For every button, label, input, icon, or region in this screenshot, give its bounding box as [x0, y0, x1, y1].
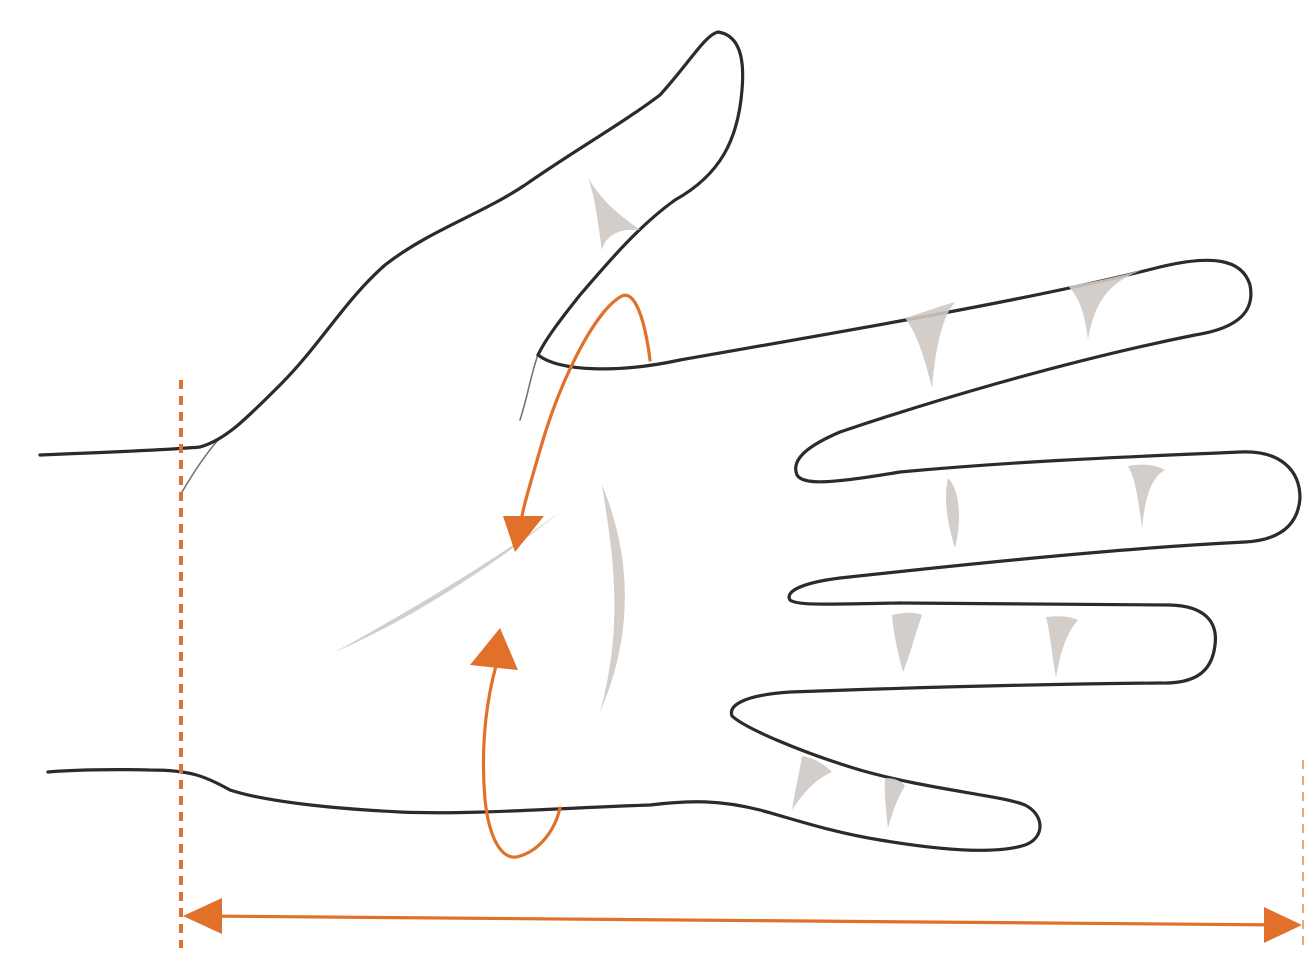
circumference-arc-lower — [481, 650, 562, 859]
thumb-web-line — [519, 354, 539, 421]
middle-knuckle-mark-1 — [946, 478, 960, 548]
head-line — [600, 485, 625, 712]
hand-outline — [38, 30, 1302, 853]
thumb-outline — [38, 30, 745, 457]
length-arrow-shaft — [198, 914, 1287, 927]
thumb-knuckle-mark — [588, 178, 640, 250]
little-knuckle-mark-2 — [884, 778, 905, 828]
circumference-arrow-icon — [470, 293, 652, 859]
length-arrowhead-right — [1264, 907, 1302, 943]
palm-creases — [335, 178, 1165, 828]
ring-finger-outline — [729, 601, 1217, 772]
little-finger-outline — [46, 768, 1042, 853]
circumference-arc-upper — [518, 293, 652, 530]
index-knuckle-mark-1 — [905, 302, 955, 388]
index-knuckle-mark-2 — [1068, 270, 1142, 340]
ring-knuckle-mark-2 — [1046, 616, 1078, 678]
ring-knuckle-mark-1 — [892, 612, 922, 672]
length-arrowhead-left — [183, 898, 222, 934]
circumference-arrowhead-up — [470, 628, 518, 670]
length-arrow-icon — [183, 760, 1304, 948]
circumference-arrowhead-down — [503, 516, 544, 552]
little-knuckle-mark-1 — [792, 756, 832, 810]
middle-finger-outline — [787, 450, 1302, 606]
middle-knuckle-mark-2 — [1128, 464, 1165, 528]
wrist-crease-line — [181, 439, 219, 493]
index-finger-outline — [536, 258, 1253, 484]
